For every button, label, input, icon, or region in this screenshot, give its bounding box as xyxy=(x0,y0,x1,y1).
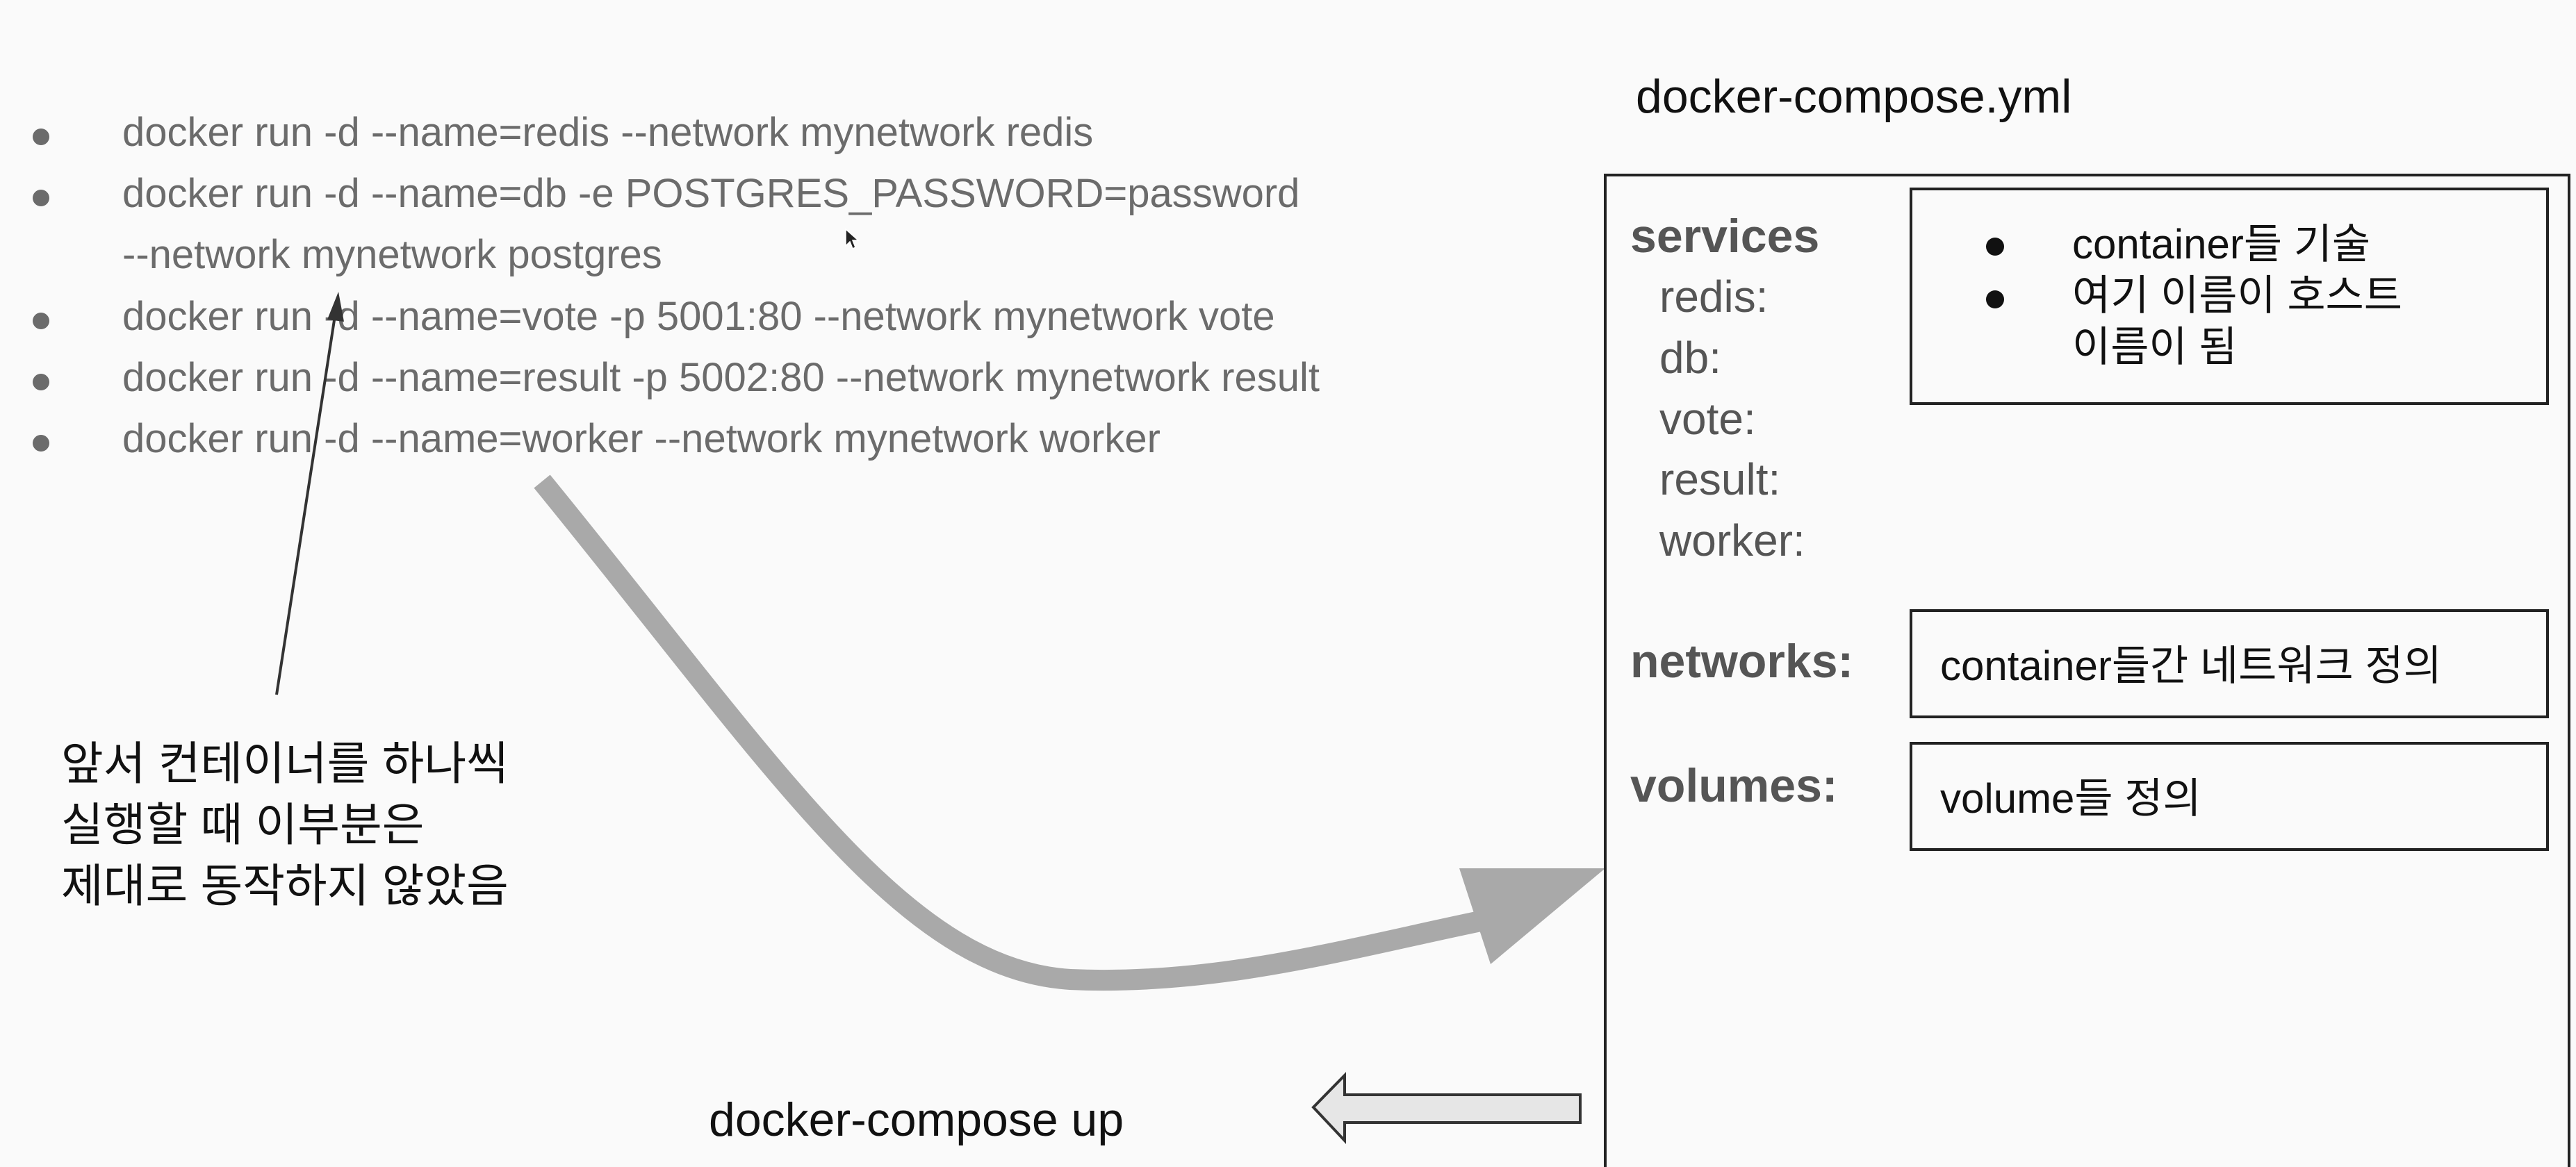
bullet-icon xyxy=(33,190,49,206)
service-name: db: xyxy=(1659,333,1721,383)
bullet-icon xyxy=(33,129,49,145)
mouse-pointer-icon xyxy=(845,228,860,250)
description-text: 이름이 됨 xyxy=(2072,324,2238,370)
annotation-line: 실행할 때 이부분은 xyxy=(61,799,425,850)
bullet-icon xyxy=(33,313,49,329)
networks-description-box: container들간 네트워크 정의 xyxy=(1910,609,2549,718)
annotation-note: 앞서 컨테이너를 하나씩 실행할 때 이부분은 제대로 동작하지 않았음 xyxy=(61,733,509,916)
command-text: --network mynetwork postgres xyxy=(122,232,662,277)
bullet-icon xyxy=(33,435,49,452)
curved-arrow xyxy=(534,474,1605,991)
description-text: volume들 정의 xyxy=(1940,775,2201,822)
command-text: docker run -d --name=result -p 5002:80 -… xyxy=(122,355,1320,400)
bullet-icon xyxy=(33,374,49,390)
description-text: container들간 네트워크 정의 xyxy=(1940,643,2442,689)
compose-file-title: docker-compose.yml xyxy=(1636,70,2072,123)
command-text: docker run -d --name=worker --network my… xyxy=(122,416,1160,461)
compose-file-frame xyxy=(1604,174,2570,1167)
volumes-key: volumes: xyxy=(1630,759,1838,812)
services-description-box: container들 기술 여기 이름이 호스트 이름이 됨 xyxy=(1910,188,2549,405)
bullet-icon xyxy=(1986,290,2004,308)
annotation-line: 제대로 동작하지 않았음 xyxy=(61,860,509,911)
service-name: result: xyxy=(1659,454,1781,504)
service-name: worker: xyxy=(1659,515,1805,565)
docker-run-command-list: docker run -d --name=redis --network myn… xyxy=(0,0,1570,528)
left-outline-arrow xyxy=(1311,1072,1582,1145)
networks-key: networks: xyxy=(1630,635,1854,688)
command-text: docker run -d --name=redis --network myn… xyxy=(122,110,1094,155)
compose-up-command: docker-compose up xyxy=(709,1093,1124,1146)
command-text: docker run -d --name=vote -p 5001:80 --n… xyxy=(122,294,1275,339)
bullet-icon xyxy=(1986,238,2004,256)
annotation-line: 앞서 컨테이너를 하나씩 xyxy=(61,738,509,789)
service-name: vote: xyxy=(1659,394,1756,444)
command-text: docker run -d --name=db -e POSTGRES_PASS… xyxy=(122,171,1300,216)
service-name: redis: xyxy=(1659,272,1769,322)
services-key: services xyxy=(1630,210,1820,263)
description-text: container들 기술 xyxy=(2072,221,2371,267)
description-text: 여기 이름이 호스트 xyxy=(2072,272,2402,319)
volumes-description-box: volume들 정의 xyxy=(1910,742,2549,851)
